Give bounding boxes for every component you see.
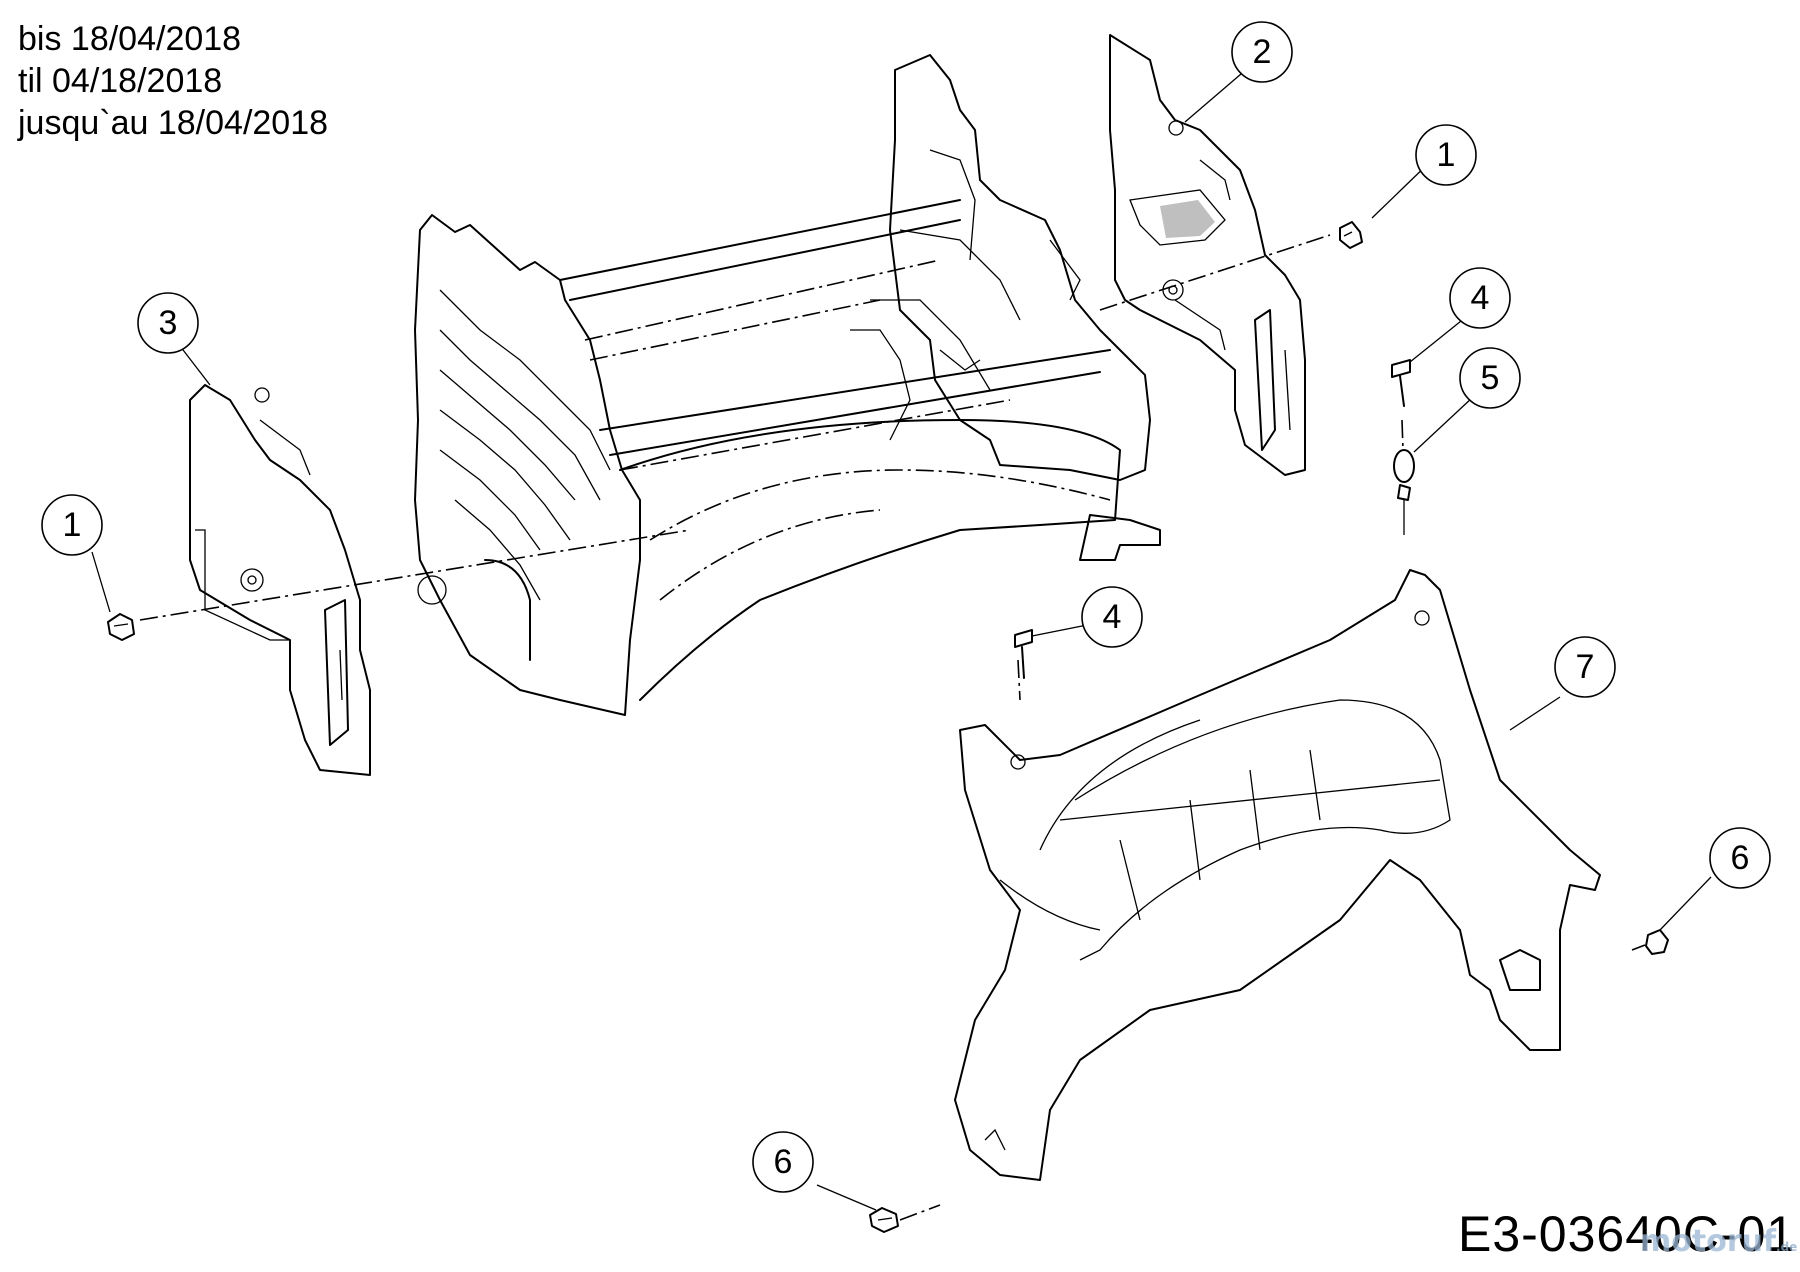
- svg-text:1: 1: [63, 506, 82, 544]
- fastener-screw-6-bottom: [869, 1207, 899, 1233]
- watermark-brand: motoruf: [1640, 1224, 1777, 1259]
- fastener-screw-1-left: [107, 613, 135, 641]
- svg-text:7: 7: [1576, 648, 1595, 686]
- drawing-number: E3-03640C-01: [1458, 1206, 1796, 1262]
- watermark-logo: motoruf.de: [1640, 1224, 1797, 1259]
- svg-text:5: 5: [1481, 359, 1500, 397]
- part-3-left-bracket: [189, 384, 371, 776]
- callout-6-bottom: 6: [752, 1131, 814, 1193]
- watermark-tld: .de: [1776, 1240, 1798, 1254]
- callout-4-right: 4: [1449, 267, 1511, 329]
- callout-4-center: 4: [1081, 586, 1143, 648]
- svg-text:6: 6: [1731, 839, 1750, 877]
- main-housing-frame: [414, 54, 1161, 716]
- validity-line-fr: jusqu`au 18/04/2018: [18, 104, 329, 142]
- fastener-screw-6-right: [1645, 929, 1669, 955]
- fastener-bolt-4-center: [1014, 629, 1033, 679]
- fastener-screw-1-right: [1339, 221, 1363, 249]
- callout-7: 7: [1554, 636, 1616, 698]
- svg-text:6: 6: [774, 1143, 793, 1181]
- part-7-chute: [954, 569, 1601, 1181]
- validity-line-en: til 04/18/2018: [18, 62, 223, 100]
- part-2-right-bracket: [1109, 34, 1306, 476]
- svg-text:2: 2: [1253, 33, 1272, 71]
- validity-header: bis 18/04/2018 til 04/18/2018 jusqu`au 1…: [18, 18, 328, 144]
- callout-2: 2: [1231, 21, 1293, 83]
- svg-text:4: 4: [1103, 598, 1122, 636]
- svg-text:4: 4: [1471, 279, 1490, 317]
- fastener-clip-5: [1393, 449, 1415, 535]
- leader-lines: [91, 73, 1712, 1211]
- validity-line-de: bis 18/04/2018: [18, 20, 242, 58]
- fastener-bolt-4-right: [1391, 359, 1411, 407]
- callout-1-right: 1: [1415, 124, 1477, 186]
- svg-text:3: 3: [159, 304, 178, 342]
- svg-text:1: 1: [1437, 136, 1456, 174]
- callout-6-right: 6: [1709, 827, 1771, 889]
- callout-1-left: 1: [41, 494, 103, 556]
- callout-5: 5: [1459, 347, 1521, 409]
- assembly-lines: [139, 234, 1646, 1221]
- callout-3: 3: [137, 292, 199, 354]
